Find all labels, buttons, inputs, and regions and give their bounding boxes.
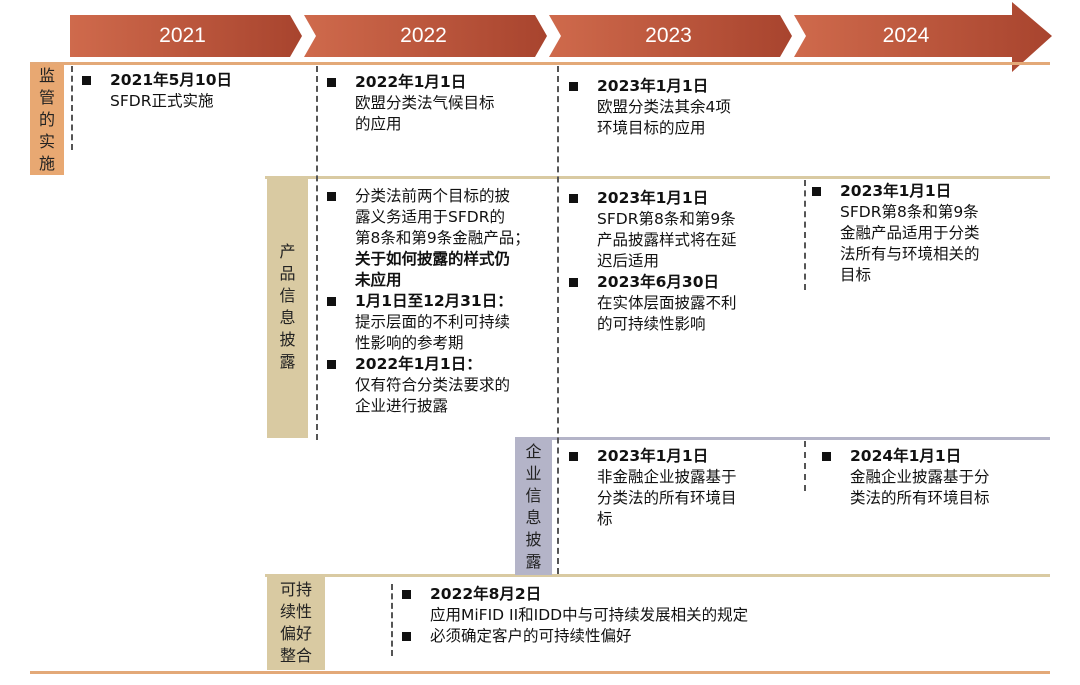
- year-segment-2022: [304, 15, 547, 57]
- year-label-2021: 2021: [159, 24, 206, 47]
- row-divider: [265, 574, 1050, 577]
- row-divider: [30, 62, 1050, 65]
- row-divider: [265, 176, 1050, 179]
- year-segment-2021: [70, 15, 302, 57]
- dashed-divider: [316, 66, 318, 440]
- sustainability-events: 2022年8月2日应用MiFID II和IDD中与可持续发展相关的规定 必须确定…: [400, 584, 748, 647]
- dashed-divider: [804, 441, 806, 491]
- dashed-divider: [391, 584, 393, 656]
- row-label-sustainability: 可持续性偏好整合: [267, 576, 325, 670]
- year-segment-2024: [794, 2, 1052, 72]
- timeline-arrow: [70, 2, 1052, 72]
- row-divider: [30, 671, 1050, 674]
- event-2022: 2022年1月1日欧盟分类法气候目标的应用: [325, 72, 495, 135]
- dashed-divider: [71, 66, 73, 150]
- row-label-regulation: 监管的实施: [30, 64, 64, 175]
- dashed-divider: [804, 180, 806, 290]
- year-label-2022: 2022: [400, 24, 447, 47]
- year-label-2024: 2024: [882, 24, 930, 47]
- row-divider: [515, 437, 1050, 440]
- entity-events-2024: 2024年1月1日金融企业披露基于分类法的所有环境目标: [820, 446, 990, 509]
- year-segment-2023: [549, 15, 792, 57]
- year-label-2023: 2023: [645, 24, 692, 47]
- dashed-divider: [557, 66, 559, 574]
- row-label-entity: 企业信息披露: [515, 438, 552, 575]
- row-label-product: 产品信息披露: [267, 176, 308, 438]
- product-events-2022: 分类法前两个目标的披露义务适用于SFDR的第8条和第9条金融产品；关于如何披露的…: [325, 186, 560, 417]
- entity-events-2023: 2023年1月1日非金融企业披露基于分类法的所有环境目标: [567, 446, 737, 530]
- event-2023: 2023年1月1日欧盟分类法其余4项环境目标的应用: [567, 76, 731, 139]
